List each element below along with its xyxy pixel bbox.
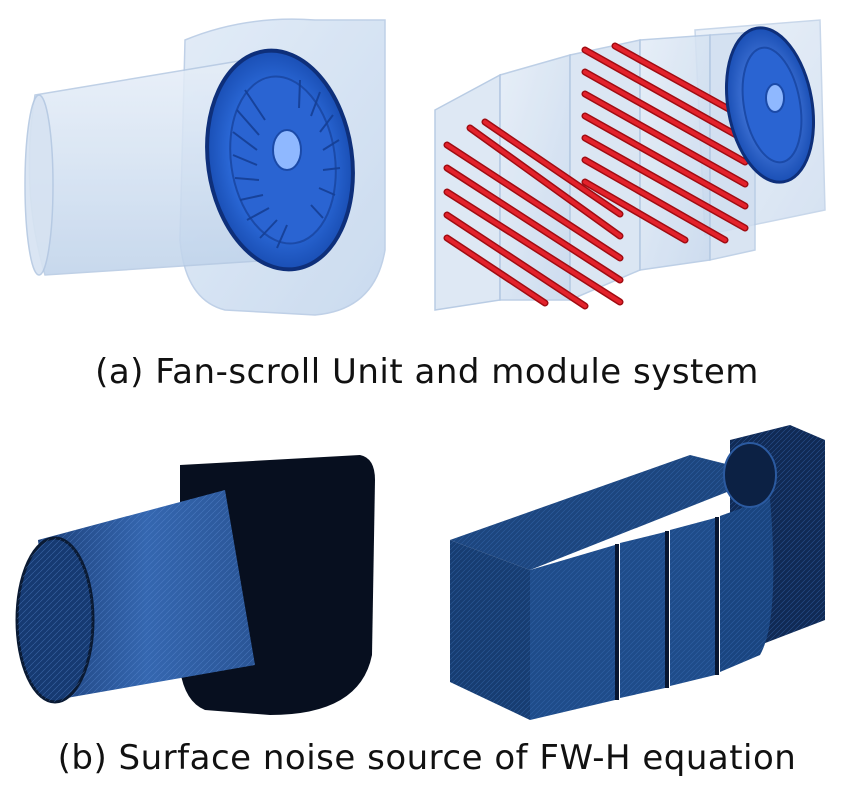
caption-a: (a) Fan-scroll Unit and module system: [95, 352, 759, 392]
heat-exchanger-coil-icon: [581, 42, 749, 244]
fan-impeller-icon: [724, 26, 816, 184]
fan-impeller-icon: [205, 48, 355, 272]
module-system-model: [434, 19, 826, 311]
heat-exchanger-coil-icon: [443, 118, 624, 310]
module-system-surface-mesh: [450, 425, 825, 720]
fan-scroll-surface-mesh: [15, 455, 375, 715]
caption-b: (b) Surface noise source of FW-H equatio…: [57, 738, 797, 778]
fan-scroll-unit-model: [24, 18, 386, 316]
